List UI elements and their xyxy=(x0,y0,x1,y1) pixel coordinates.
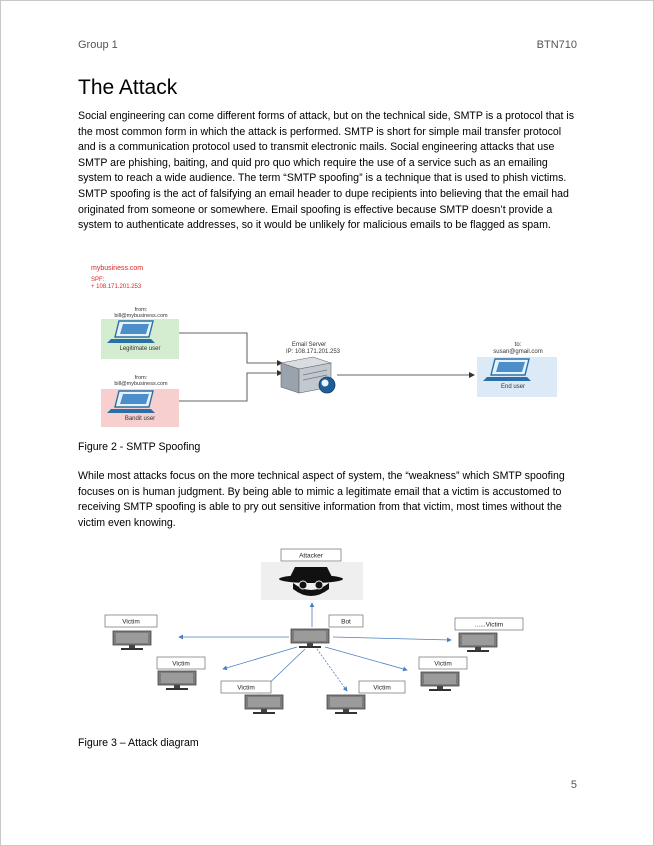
end-user-computer-icon xyxy=(477,357,557,397)
fig2-domain: mybusiness.com xyxy=(91,265,143,272)
figure-3-caption: Figure 3 – Attack diagram xyxy=(78,737,199,749)
fig2-spf-label: SPF: xyxy=(91,277,105,283)
fig2-server-ip: IP: 108.171.201.253 xyxy=(286,349,341,355)
bot-computer-icon xyxy=(290,628,330,648)
attack-diagram: Attacker Bot Victim xyxy=(104,548,524,714)
victim-computer-icon xyxy=(112,630,152,650)
victim-label-5: Victim xyxy=(434,661,452,668)
bandit-user-computer-icon xyxy=(101,389,179,427)
fig2-bandit-from: bill@mybusiness.com xyxy=(114,381,168,387)
victim-computer-icon xyxy=(458,632,498,652)
victim-label-1: Victim xyxy=(122,619,140,626)
fig2-legit-from-label: from: xyxy=(135,307,148,313)
victim-label-6: ......Victim xyxy=(475,622,503,629)
fig2-bandit-from-label: from: xyxy=(135,375,148,381)
victim-label-3: Victim xyxy=(237,685,255,692)
victim-label-4: Victim xyxy=(373,685,391,692)
section-title: The Attack xyxy=(78,76,178,99)
paragraph-2: While most attacks focus on the more tec… xyxy=(78,470,565,529)
figure-2-caption: Figure 2 - SMTP Spoofing xyxy=(78,441,201,453)
fig2-legit-from: bill@mybusiness.com xyxy=(114,313,168,319)
fig2-server-label: Email Server xyxy=(292,342,326,348)
fig2-to-address: susan@gmail.com xyxy=(493,349,542,355)
victim-computer-icon xyxy=(157,670,197,690)
legitimate-user-computer-icon xyxy=(101,319,179,359)
bot-label: Bot xyxy=(341,619,351,626)
smtp-spoofing-diagram: mybusiness.com SPF: + 108.171.201.253 fr… xyxy=(91,265,557,427)
victim-computer-icon xyxy=(326,694,366,714)
fig2-end-user: End user xyxy=(501,384,525,390)
victim-label-2: Victim xyxy=(172,661,190,668)
fig2-to-label: to: xyxy=(515,342,522,348)
fig2-legit-user: Legitimate user xyxy=(119,346,160,352)
attacker-hacker-icon xyxy=(261,562,363,600)
fig2-spf-value: + 108.171.201.253 xyxy=(91,284,142,290)
fig2-bandit-user: Bandit user xyxy=(125,416,155,422)
paragraph-1: Social engineering can come different fo… xyxy=(78,110,575,232)
attacker-label: Attacker xyxy=(299,553,324,560)
header-left: Group 1 xyxy=(78,39,118,51)
victim-computer-icon xyxy=(244,694,284,714)
page-number: 5 xyxy=(570,779,577,791)
header-right: BTN710 xyxy=(536,39,577,51)
victim-computer-icon xyxy=(420,671,460,691)
email-server-icon xyxy=(279,356,336,394)
